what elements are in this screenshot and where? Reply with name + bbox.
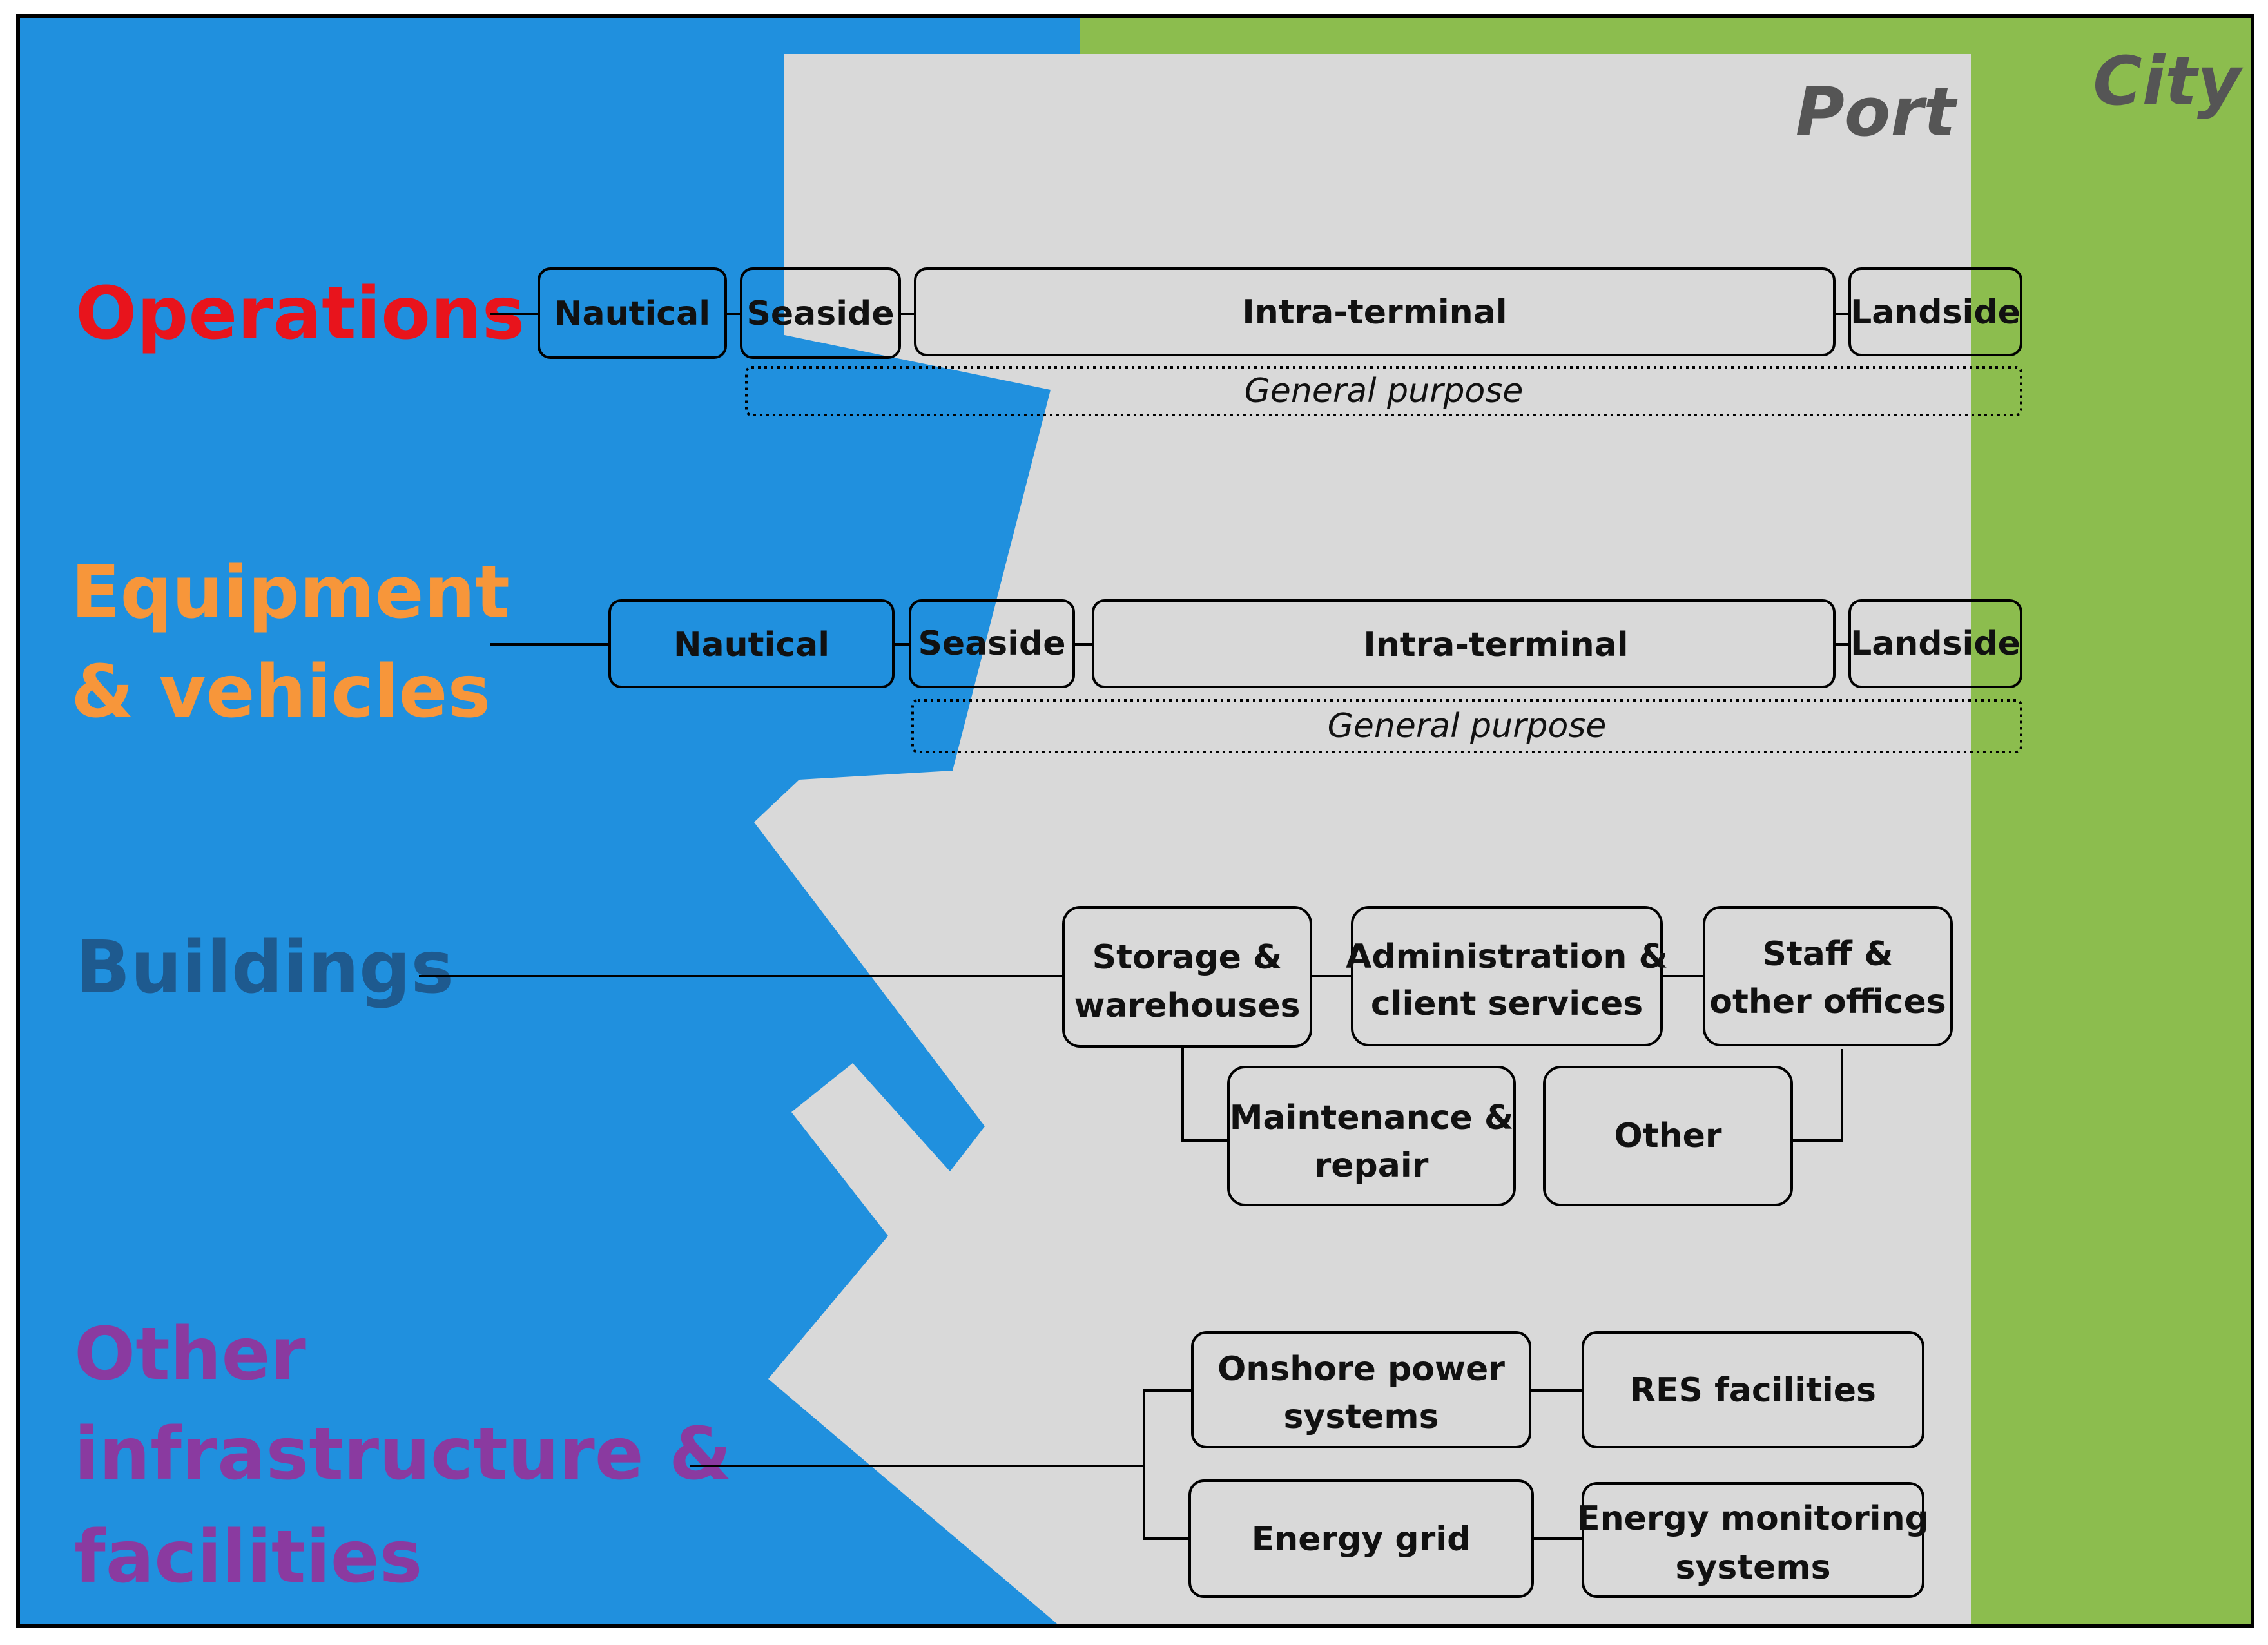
onshore-power-box xyxy=(1191,1331,1531,1448)
operations-intra-terminal-label: Intra-terminal xyxy=(1242,293,1507,332)
other-infrastructure-row: Onshore power systems RES facilities Ene… xyxy=(690,1331,1929,1598)
equipment-nautical-label: Nautical xyxy=(674,626,829,664)
maintenance-repair-label-line1: Maintenance & xyxy=(1230,1099,1513,1137)
equipment-category-label-line1: Equipment xyxy=(71,551,510,635)
energy-grid-label: Energy grid xyxy=(1252,1520,1471,1559)
equipment-general-purpose-box xyxy=(911,699,2022,753)
connector-line xyxy=(1792,1049,1843,1142)
storage-warehouses-box xyxy=(1062,906,1312,1048)
port-label: Port xyxy=(1796,73,1958,151)
operations-landside-label: Landside xyxy=(1850,293,2021,332)
energy-monitoring-label-line1: Energy monitoring xyxy=(1577,1499,1929,1538)
equipment-category-label-line2: & vehicles xyxy=(71,650,490,734)
operations-landside-box xyxy=(1848,267,2022,356)
res-facilities-label: RES facilities xyxy=(1630,1371,1876,1410)
operations-nautical-label: Nautical xyxy=(554,294,710,333)
other-category-label-line2: infrastructure & xyxy=(74,1412,732,1496)
buildings-row: Storage & warehouses Administration & cl… xyxy=(419,906,1953,1206)
onshore-power-label-line1: Onshore power xyxy=(1217,1350,1505,1389)
equipment-seaside-box xyxy=(909,599,1075,688)
staff-offices-label-line1: Staff & xyxy=(1763,935,1894,974)
operations-category-label: Operations xyxy=(75,272,525,356)
onshore-power-label-line2: systems xyxy=(1283,1398,1439,1436)
storage-warehouses-label-line2: warehouses xyxy=(1074,986,1301,1025)
res-facilities-box xyxy=(1582,1331,1924,1448)
operations-intra-terminal-box xyxy=(914,267,1836,356)
operations-nautical-box xyxy=(538,267,727,359)
staff-offices-box xyxy=(1703,906,1953,1046)
equipment-landside-box xyxy=(1848,599,2022,688)
operations-row: Nautical Seaside Intra-terminal Landside… xyxy=(490,267,2022,416)
administration-box xyxy=(1351,906,1663,1046)
administration-label-line2: client services xyxy=(1371,985,1643,1023)
equipment-intra-terminal-label: Intra-terminal xyxy=(1363,626,1628,664)
storage-warehouses-label-line1: Storage & xyxy=(1092,938,1283,977)
operations-seaside-box xyxy=(740,267,901,359)
maintenance-repair-box xyxy=(1227,1066,1516,1206)
energy-monitoring-label-line2: systems xyxy=(1675,1548,1830,1587)
connector-line xyxy=(1181,1046,1228,1142)
operations-seaside-label: Seaside xyxy=(746,294,894,333)
energy-monitoring-box xyxy=(1582,1482,1924,1598)
equipment-row: Nautical Seaside Intra-terminal Landside… xyxy=(490,599,2022,753)
city-label: City xyxy=(2093,42,2244,120)
administration-label-line1: Administration & xyxy=(1346,938,1668,976)
other-category-label-line1: Other xyxy=(74,1313,306,1396)
equipment-landside-label: Landside xyxy=(1850,624,2021,663)
buildings-category-label: Buildings xyxy=(75,926,454,1010)
connector-line xyxy=(1143,1389,1192,1540)
staff-offices-label-line2: other offices xyxy=(1709,983,1946,1021)
equipment-nautical-box xyxy=(608,599,895,688)
other-category-label-line3: facilities xyxy=(74,1515,422,1599)
operations-general-purpose-label: General purpose xyxy=(1245,372,1524,410)
energy-grid-box xyxy=(1188,1479,1534,1598)
equipment-seaside-label: Seaside xyxy=(918,624,1065,663)
operations-general-purpose-box xyxy=(745,366,2022,416)
equipment-general-purpose-label: General purpose xyxy=(1328,707,1607,746)
other-buildings-label: Other xyxy=(1614,1117,1722,1155)
maintenance-repair-label-line2: repair xyxy=(1315,1146,1429,1185)
equipment-intra-terminal-box xyxy=(1092,599,1836,688)
other-buildings-box xyxy=(1543,1066,1793,1206)
port-region xyxy=(754,54,1971,1624)
